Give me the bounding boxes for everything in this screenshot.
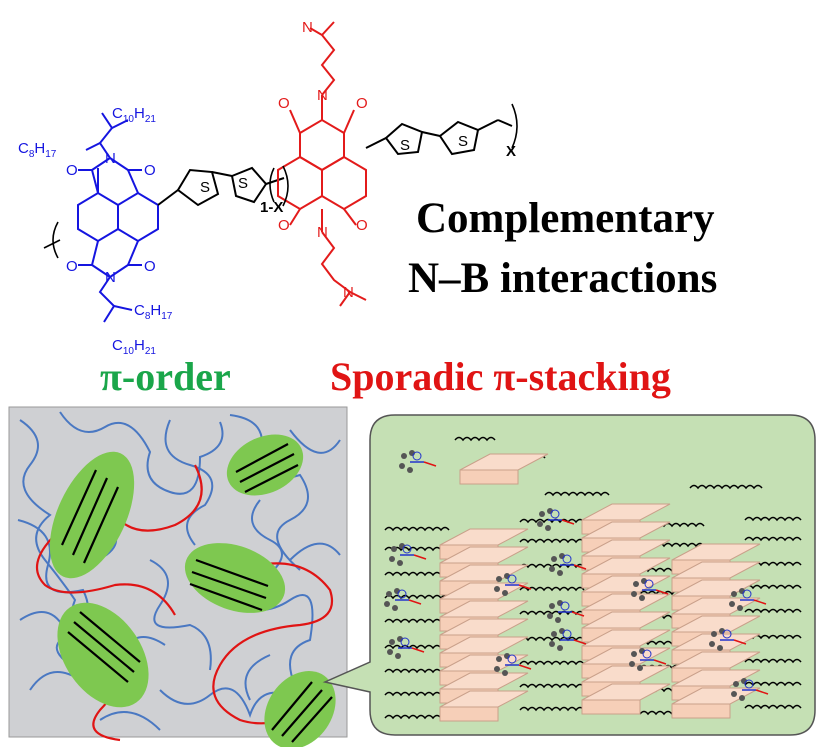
atom-o-blue-3: O — [66, 258, 78, 275]
borane-cluster-icon — [549, 628, 587, 651]
label-sporadic-pi-stacking: Sporadic π-stacking — [330, 354, 671, 399]
borane-cluster-icon — [547, 600, 585, 623]
blue-bithiophene — [157, 166, 285, 207]
polymer-network-panel — [8, 406, 348, 747]
chemical-structure: N N O O O O N N O O O O N N S S S S C10H… — [18, 19, 518, 357]
polymer-brackets — [43, 103, 518, 259]
alkyl-chain — [519, 636, 585, 642]
alkyl-chain — [384, 526, 450, 532]
lamellar-stack-3 — [671, 543, 761, 719]
atom-s-4: S — [458, 133, 468, 150]
lamellar-stack-2 — [581, 503, 671, 715]
borane-cluster-icon — [631, 578, 669, 601]
subscript-x: X — [506, 143, 516, 160]
chain-c8h17-left: C8H17 — [18, 140, 57, 160]
atom-o-blue-1: O — [66, 162, 78, 179]
alkyl-chain — [744, 516, 802, 522]
alkyl-chain — [744, 658, 802, 664]
borane-cluster-icon — [731, 678, 769, 701]
borane-cluster-icon — [387, 636, 425, 659]
label-pi-order: π-order — [100, 354, 231, 399]
ordered-domain-5 — [264, 671, 336, 747]
red-ndi-unit — [277, 21, 367, 307]
borane-clusters — [384, 450, 769, 701]
alkyl-chain — [519, 586, 585, 592]
alkyl-chain — [744, 584, 802, 590]
zoom-callout — [322, 414, 816, 736]
chain-c8h17-bottom: C8H17 — [134, 302, 173, 322]
atom-n-red-amine-bottom: N — [343, 284, 354, 301]
lamellar-stack-top — [459, 453, 549, 485]
stack-slab — [439, 706, 499, 722]
alkyl-chain — [384, 668, 450, 674]
borane-cluster-icon — [384, 588, 422, 611]
borane-cluster-icon — [549, 553, 587, 576]
atom-n-red-amine-top: N — [302, 19, 313, 36]
atom-s-2: S — [238, 175, 248, 192]
borane-cluster-icon — [494, 653, 532, 676]
alkyl-chain — [384, 571, 450, 577]
atom-n-blue-top: N — [105, 150, 116, 167]
alkyl-chain — [384, 644, 450, 650]
alkyl-chain — [384, 594, 450, 600]
ordered-domain-2 — [226, 434, 304, 496]
alkyl-chain — [744, 704, 802, 710]
borane-cluster-icon — [709, 628, 747, 651]
borane-cluster-icon — [389, 543, 427, 566]
borane-cluster-icon — [729, 588, 767, 611]
lamellar-stack-1 — [439, 528, 529, 722]
stack-slab — [671, 703, 731, 719]
stack-slab — [581, 699, 641, 715]
alkyl-chain — [519, 518, 585, 524]
borane-cluster-icon — [494, 573, 532, 596]
atom-s-1: S — [200, 179, 210, 196]
alkyl-chain — [744, 608, 802, 614]
atom-n-red-bottom: N — [317, 224, 328, 241]
alkyl-chain — [689, 484, 763, 490]
chain-c10h21-bottom: C10H21 — [112, 337, 156, 357]
subscript-1-x: 1-X — [260, 199, 283, 216]
alkyl-chain — [744, 536, 802, 542]
borane-cluster-icon — [399, 450, 437, 473]
blue-ndi-unit — [77, 112, 159, 323]
atom-o-red-3: O — [278, 217, 290, 234]
borane-cluster-icon — [537, 508, 575, 531]
ordered-domain-4 — [57, 602, 149, 708]
chain-c10h21-top: C10H21 — [112, 105, 156, 125]
alkyl-chain — [544, 491, 610, 497]
alkyl-chain — [519, 706, 585, 712]
borane-cluster-icon — [629, 648, 667, 671]
atom-n-blue-bottom: N — [105, 269, 116, 286]
alkyl-chain — [519, 538, 585, 544]
atom-o-red-2: O — [356, 95, 368, 112]
alkyl-chain — [519, 683, 585, 689]
ordered-domain-3 — [184, 543, 286, 613]
ordered-domain-1 — [49, 451, 135, 579]
headline-line2: N–B interactions — [408, 255, 717, 302]
atom-o-blue-4: O — [144, 258, 156, 275]
atom-n-red-top: N — [317, 87, 328, 104]
atom-o-red-1: O — [278, 95, 290, 112]
alkyl-chain — [384, 714, 450, 720]
red-bithiophene — [365, 119, 513, 156]
alkyl-chain — [384, 618, 450, 624]
atom-o-blue-2: O — [144, 162, 156, 179]
alkyl-chain — [519, 660, 585, 666]
stack-slab — [459, 469, 519, 485]
atom-s-3: S — [400, 137, 410, 154]
headline-line1: Complementary — [416, 195, 715, 242]
alkyl-chain — [454, 436, 496, 442]
atom-o-red-4: O — [356, 217, 368, 234]
alkyl-chain — [744, 681, 802, 687]
alkyl-chain — [384, 691, 450, 697]
